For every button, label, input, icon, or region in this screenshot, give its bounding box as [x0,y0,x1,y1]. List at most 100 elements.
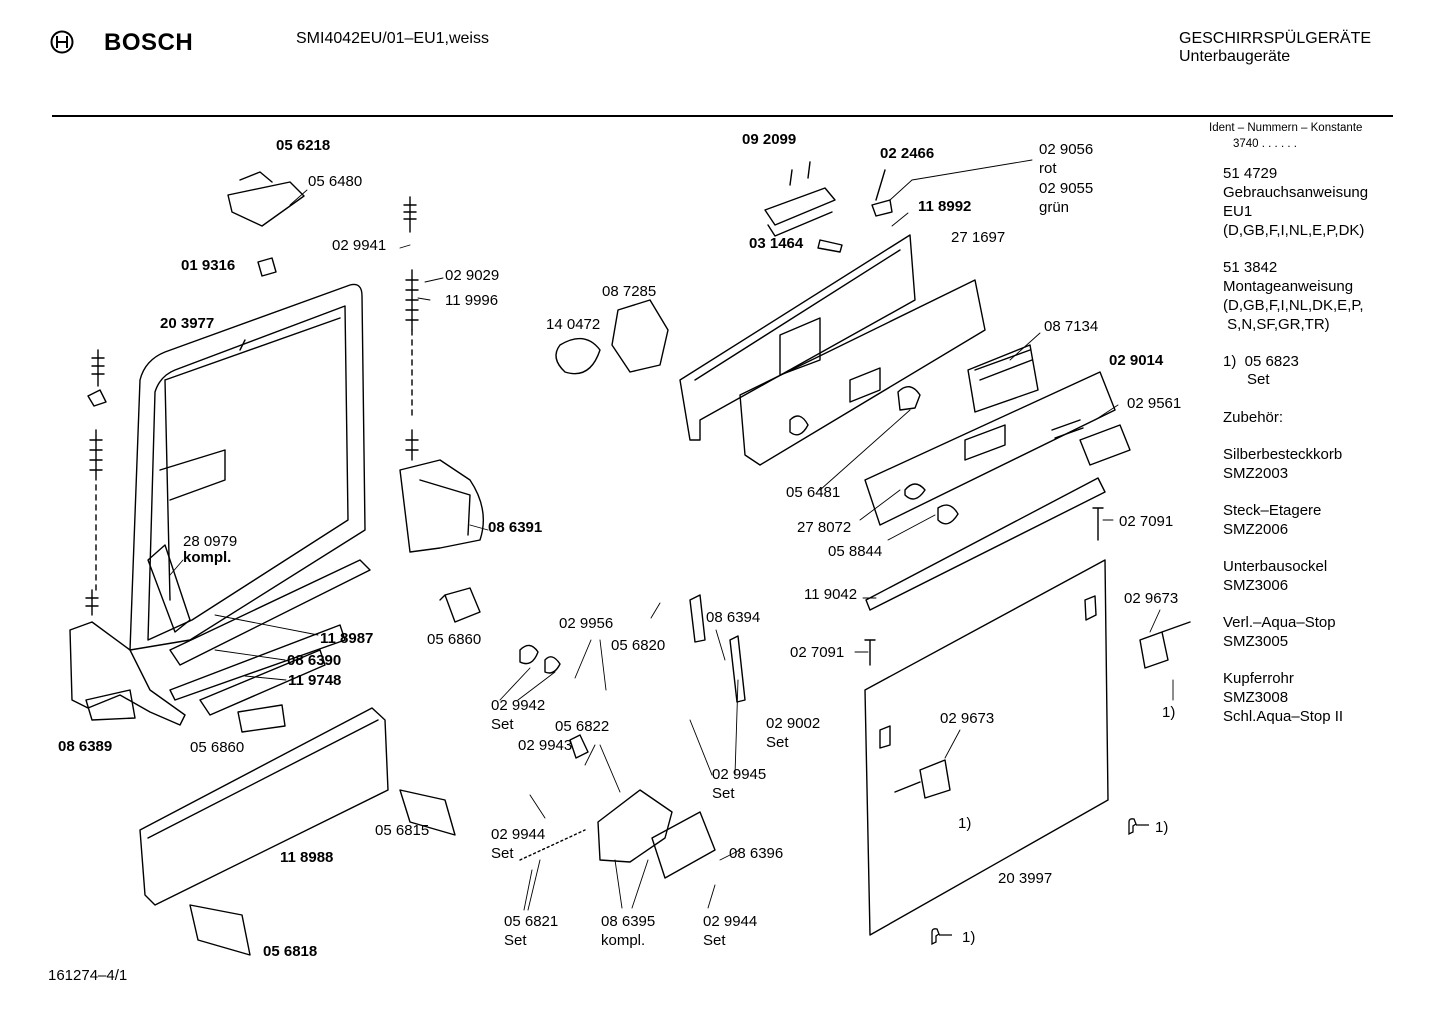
part-label: 08 7134 [1044,318,1099,335]
part-label: 02 9943 [518,737,573,754]
part-label: kompl. [601,932,646,949]
part-label: 05 8844 [828,543,883,560]
part-label: 05 6481 [786,484,841,501]
part-label: 02 9002 [766,715,821,732]
part-label: 02 9056 [1039,141,1094,158]
part-label: 11 8987 [320,630,374,647]
part-label: 05 6821 [504,913,559,930]
program-selector-board [967,344,1039,413]
part-label: grün [1039,199,1070,216]
sidebar-item: Verl.–Aqua–Stop [1223,614,1336,631]
part-label: 02 9944 [703,913,758,930]
part-label: 20 3977 [160,315,215,332]
ident-title: Ident – Nummern – Konstante [1209,122,1363,134]
part-label: 11 9748 [288,672,342,689]
top-trim-strip [865,477,1106,611]
lamp-holder [817,169,893,253]
part-label: 02 9014 [1109,352,1164,369]
sidebar-item: Kupferrohr [1223,670,1294,687]
part-label: 05 6480 [308,173,363,190]
sidebar-item: 51 4729 [1223,165,1278,182]
part-label: 05 6822 [555,718,610,735]
part-label: 1) [962,929,976,946]
sidebar-item: Zubehör: [1223,409,1284,426]
part-label: 08 6395 [601,913,656,930]
part-label: 02 9673 [1124,590,1179,607]
sidebar-item: (D,GB,F,I,NL,E,P,DK) [1223,222,1365,239]
left-hinge-bracket [69,621,186,726]
part-label: 02 9945 [712,766,767,783]
part-label: 03 1464 [749,235,804,252]
part-label: 05 6815 [375,822,430,839]
sidebar-item: EU1 [1223,203,1253,220]
header-divider [52,115,1393,117]
part-label: Set [703,932,726,949]
control-panel-frame [679,234,916,441]
sidebar-item: Set [1247,371,1270,388]
part-label: 08 6391 [488,519,543,536]
part-label: Set [491,716,514,733]
sidebar-item: Silberbesteckkorb [1223,446,1343,463]
part-label: 02 9942 [491,697,546,714]
part-label: 05 6860 [427,631,482,648]
part-label: Set [712,785,735,802]
clip-icon [1125,816,1151,838]
front-panel [864,371,1116,526]
part-label: 01 9316 [181,257,236,274]
sidebar-item: SMZ3005 [1223,633,1289,650]
inner-door-frame [129,283,366,651]
part-label: 05 6218 [276,137,331,154]
side-bracket-small [189,789,456,956]
part-label: 27 1697 [951,229,1006,246]
door-spring-arm [147,544,191,633]
sidebar-item: SMZ2003 [1223,465,1289,482]
part-label: 08 6389 [58,738,113,755]
part-label: 11 8992 [918,198,972,215]
sidebar-item: SMZ3008 [1223,689,1289,706]
sidebar-item: 51 3842 [1223,259,1278,276]
part-label: 20 3997 [998,870,1053,887]
category-title: GESCHIRRSPÜLGERÄTE [1179,30,1372,47]
part-label: Set [766,734,789,751]
sidebar-item: (D,GB,F,I,NL,DK,E,P, [1223,297,1364,314]
part-label: rot [1039,160,1057,177]
model-number: SMI4042EU/01–EU1,weiss [296,30,489,47]
dispenser-unit [519,594,746,879]
part-label: 05 6818 [263,943,318,960]
sidebar-item: Montageanweisung [1223,278,1354,295]
ident-value: 3740 . . . . . . [1233,138,1297,150]
base-cover-panel [139,707,389,906]
part-label: 02 7091 [790,644,845,661]
hinge-springs [85,269,419,616]
aqua-stop-brackets [894,621,1191,799]
part-label: 02 9956 [559,615,614,632]
part-label: 02 9673 [940,710,995,727]
part-label: 1) [1162,704,1176,721]
part-label: 02 9029 [445,267,500,284]
bottom-seal-strips [169,559,371,716]
part-label: 1) [1155,819,1169,836]
part-label: 05 6860 [190,739,245,756]
clip-icon [928,926,954,948]
part-label: 08 7285 [602,283,657,300]
part-label: 02 2466 [880,145,935,162]
part-label: 28 0979 [183,533,238,550]
part-label: 11 9996 [445,292,499,309]
subcategory-title: Unterbaugeräte [1179,48,1291,65]
part-label: 1) [958,815,972,832]
part-label: kompl. [183,549,232,566]
part-label: 27 8072 [797,519,852,536]
sidebar-item: Steck–Etagere [1223,502,1322,519]
push-buttons [1051,419,1131,466]
part-label: 05 6820 [611,637,666,654]
part-label: 11 9042 [804,586,858,603]
top-latch-part [227,171,305,227]
foam-blocks [237,587,481,733]
part-label: 02 9055 [1039,180,1094,197]
part-label: 11 8988 [280,849,334,866]
display-fascia [739,279,986,466]
part-label: 09 2099 [742,131,797,148]
part-label: 02 7091 [1119,513,1174,530]
leader-lines [169,159,1174,911]
small-screws [87,196,417,407]
